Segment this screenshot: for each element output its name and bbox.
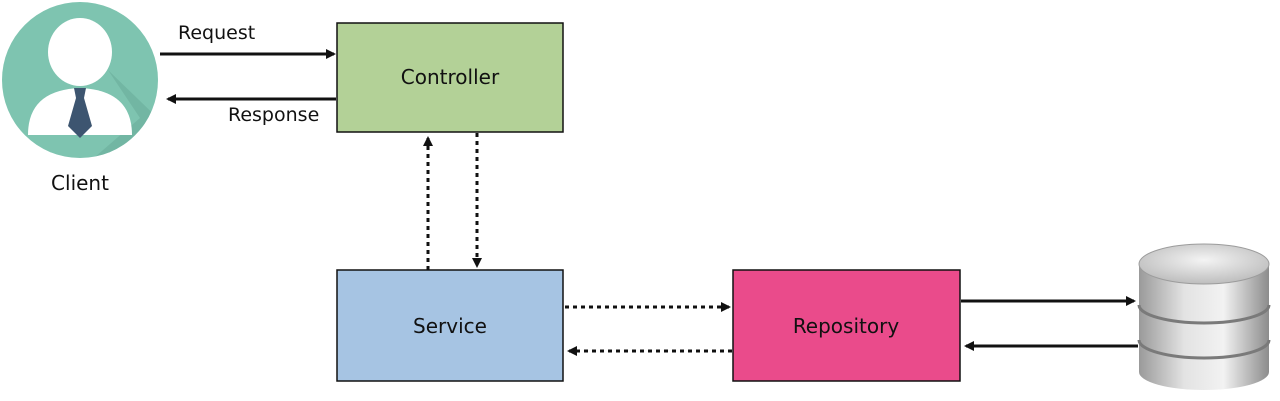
avatar-tie (68, 88, 92, 138)
database-band-2 (1137, 339, 1271, 360)
avatar-head (48, 18, 112, 86)
database-body (1139, 264, 1269, 390)
database-icon (1137, 243, 1271, 390)
controller-box: Controller (336, 22, 564, 133)
client-label: Client (51, 171, 109, 195)
repository-label: Repository (793, 314, 900, 338)
service-box: Service (336, 269, 564, 382)
response-label: Response (228, 104, 319, 126)
database-top (1138, 243, 1270, 285)
client-avatar (2, 2, 158, 158)
controller-rect (336, 22, 564, 133)
service-rect (336, 269, 564, 382)
service-label: Service (413, 314, 487, 338)
repository-rect (732, 269, 961, 382)
database-band-1 (1137, 304, 1271, 325)
controller-label: Controller (401, 65, 500, 89)
repository-box: Repository (732, 269, 961, 382)
request-label: Request (178, 22, 255, 44)
